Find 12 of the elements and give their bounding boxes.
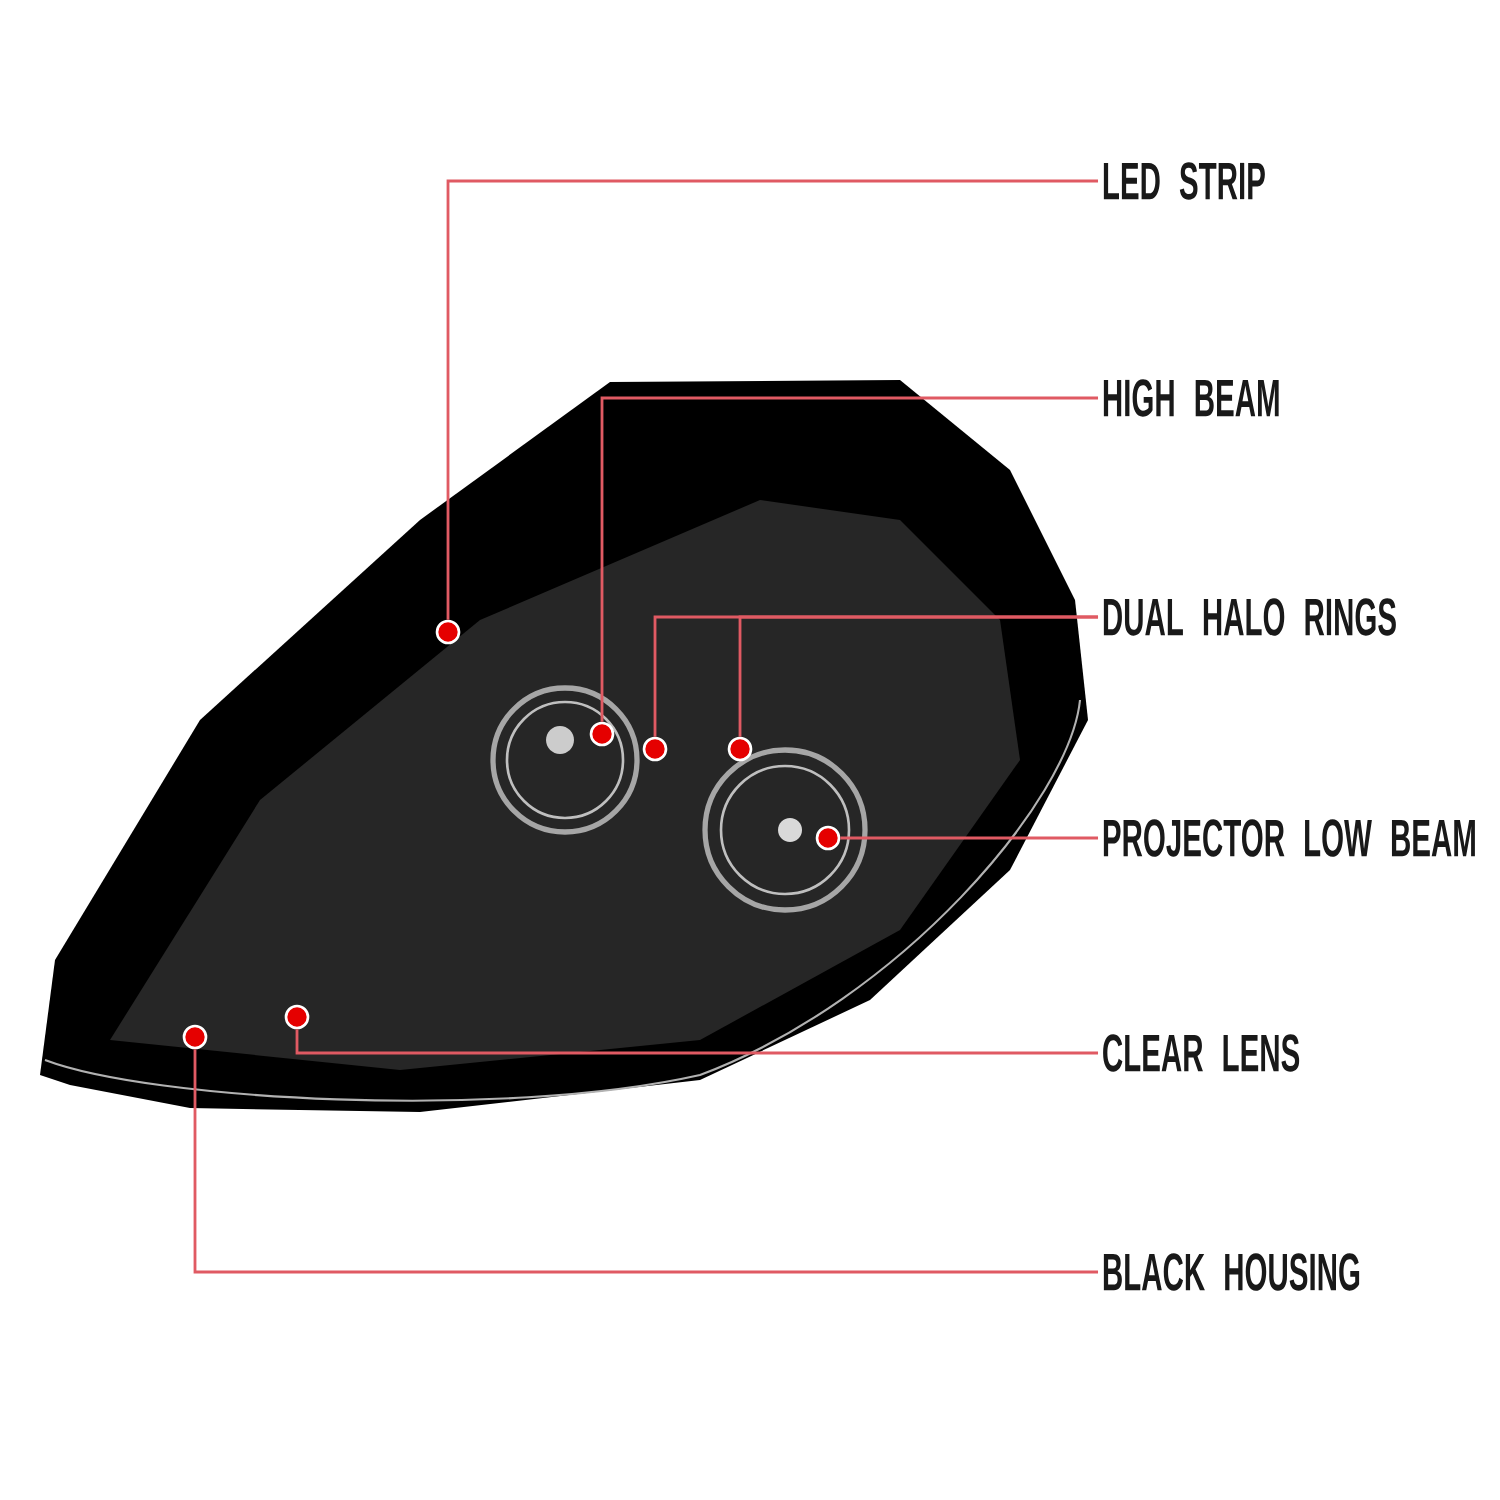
leader-line	[295, 1029, 1098, 1055]
callout-label: DUAL HALO RINGS	[1103, 598, 1396, 636]
leader-line	[738, 615, 1098, 737]
callout-label: BLACK HOUSING	[1103, 1253, 1360, 1291]
callout-label: CLEAR LENS	[1103, 1034, 1300, 1072]
leader-line	[446, 179, 1098, 620]
leader-line	[193, 1049, 1098, 1274]
callout-label: LED STRIP	[1103, 162, 1265, 200]
callout-label: HIGH BEAM	[1103, 379, 1279, 417]
leader-line	[840, 836, 1098, 840]
callout-label: PROJECTOR LOW BEAM	[1103, 819, 1475, 857]
leader-line	[600, 396, 1098, 722]
